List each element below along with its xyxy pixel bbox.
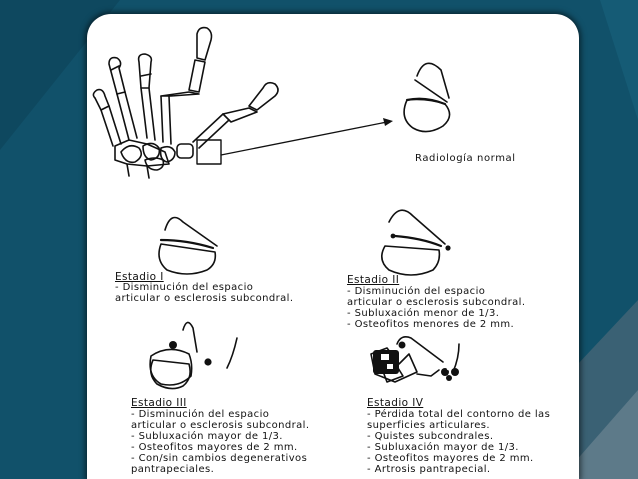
normal-radiology-label: Radiología normal [415, 153, 516, 164]
stage-4-line-5: - Osteofitos mayores de 2 mm. [367, 453, 534, 464]
stage-2-line-2: articular o esclerosis subcondral. [347, 297, 526, 308]
stage-2-joint-drawing [381, 209, 446, 276]
stage-4-line-6: - Artrosis pantrapecial. [367, 464, 491, 475]
stage-4-line-2: superficies articulares. [367, 420, 490, 431]
stage-1-title: Estadio I [115, 271, 164, 283]
content-panel: Radiología normal Estadio I - Disminució… [87, 14, 579, 479]
stage-3-joint-drawing [149, 321, 238, 390]
stage-1-joint-drawing [158, 216, 218, 275]
stage-4-line-3: - Quistes subcondrales. [367, 431, 494, 442]
stage-2-line-3: - Subluxación menor de 1/3. [347, 308, 500, 319]
stage-1-line-2: articular o esclerosis subcondral. [115, 293, 294, 304]
stage-2-line-4: - Osteofitos menores de 2 mm. [347, 319, 515, 330]
stage-2-title: Estadio II [347, 274, 400, 286]
normal-joint-drawing [403, 62, 451, 133]
stage-3-line-6: pantrapeciales. [131, 464, 215, 475]
stage-3-line-4: - Osteofitos mayores de 2 mm. [131, 442, 298, 453]
radiograph-illustrations [92, 26, 460, 390]
stage-4-title: Estadio IV [367, 397, 424, 409]
stage-4-line-4: - Subluxación mayor de 1/3. [367, 442, 519, 453]
hand-xray-drawing [92, 26, 279, 179]
stage-1-line-1: - Disminución del espacio [115, 282, 254, 293]
stage-3-line-1: - Disminución del espacio [131, 409, 270, 420]
stage-3-title: Estadio III [131, 397, 187, 409]
stage-3-line-5: - Con/sin cambios degenerativos [131, 453, 308, 464]
stage-2-line-1: - Disminución del espacio [347, 286, 486, 297]
stage-3-line-2: articular o esclerosis subcondral. [131, 420, 310, 431]
stage-4-line-1: - Pérdida total del contorno de las [367, 409, 551, 420]
stage-3-line-3: - Subluxación mayor de 1/3. [131, 431, 283, 442]
